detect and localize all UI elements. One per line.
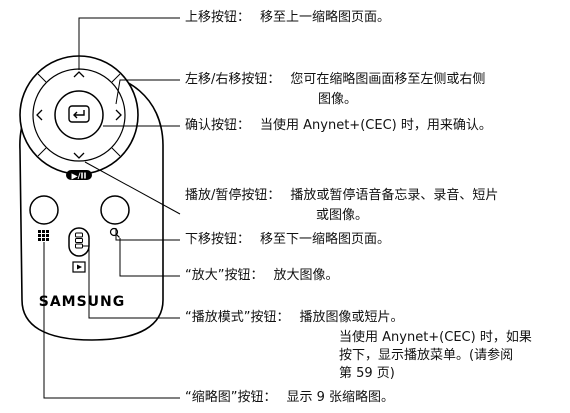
leader-zoom bbox=[119, 238, 180, 277]
callout-ok-desc: 当使用 Anynet+(CEC) 时，用来确认。 bbox=[260, 118, 492, 133]
play-pause-badge-text: ▶/II bbox=[71, 172, 86, 181]
callout-playmode-cont-1: 当使用 Anynet+(CEC) 时，如果 bbox=[339, 330, 532, 345]
zoom-button[interactable] bbox=[100, 195, 130, 225]
callout-playpause: 播放/暂停按钮： 播放或暂停语音备忘录、录音、短片 或图像。 bbox=[185, 188, 499, 223]
callout-down-name: 下移按钮： bbox=[185, 232, 251, 247]
leader-down bbox=[115, 228, 180, 241]
callout-ok: 确认按钮： 当使用 Anynet+(CEC) 时，用来确认。 bbox=[185, 118, 492, 134]
callout-playpause-cont: 或图像。 bbox=[316, 208, 369, 223]
up-arrow-icon[interactable] bbox=[73, 71, 85, 78]
callout-up-name: 上移按钮： bbox=[185, 10, 251, 25]
callout-thumbnail-name: “缩略图”按钮： bbox=[185, 390, 277, 405]
enter-icon bbox=[68, 105, 90, 123]
callout-playmode-cont-3: 第 59 页) bbox=[339, 366, 395, 381]
left-arrow-icon[interactable] bbox=[36, 109, 43, 121]
callout-playmode-desc: 播放图像或短片。 bbox=[299, 310, 404, 325]
leader-thumbnail bbox=[43, 242, 180, 399]
callout-playmode-name: “播放模式”按钮： bbox=[185, 310, 290, 325]
callout-thumbnail: “缩略图”按钮： 显示 9 张缩略图。 bbox=[185, 390, 394, 406]
callout-zoom: “放大”按钮： 放大图像。 bbox=[185, 268, 339, 284]
callout-leftright-name: 左移/右移按钮： bbox=[185, 72, 281, 87]
callout-down-desc: 移至下一缩略图页面。 bbox=[260, 232, 391, 247]
magnifier-icon bbox=[109, 227, 120, 238]
play-pause-badge[interactable] bbox=[66, 170, 92, 180]
callout-thumbnail-desc: 显示 9 张缩略图。 bbox=[286, 390, 395, 405]
thumbnail-button[interactable] bbox=[29, 195, 59, 225]
callout-playpause-desc: 播放或暂停语音备忘录、录音、短片 bbox=[290, 188, 499, 203]
callout-playpause-name: 播放/暂停按钮： bbox=[185, 188, 281, 203]
leader-up bbox=[78, 17, 180, 70]
callout-down: 下移按钮： 移至下一缩略图页面。 bbox=[185, 232, 390, 248]
callout-leftright-desc: 您可在缩略图画面移至左侧或右侧 bbox=[290, 72, 486, 87]
down-arrow-icon[interactable] bbox=[73, 152, 85, 159]
callout-zoom-name: “放大”按钮： bbox=[185, 268, 264, 283]
callout-zoom-desc: 放大图像。 bbox=[273, 268, 339, 283]
leader-playmode bbox=[83, 245, 180, 319]
brand-logo: SAMSUNG bbox=[39, 294, 126, 310]
leader-playpause bbox=[84, 161, 181, 215]
callout-ok-name: 确认按钮： bbox=[185, 118, 251, 133]
callout-leftright-cont: 图像。 bbox=[318, 92, 358, 107]
play-mode-bars-icon bbox=[75, 232, 83, 249]
callout-playmode: “播放模式”按钮：播放图像或短片。 当使用 Anynet+(CEC) 时，如果 … bbox=[185, 310, 532, 381]
callout-leftright: 左移/右移按钮： 您可在缩略图画面移至左侧或右侧 图像。 bbox=[185, 72, 486, 107]
callout-up-desc: 移至上一缩略图页面。 bbox=[260, 10, 391, 25]
callout-playmode-cont-2: 按下，显示播放菜单。(请参阅 bbox=[339, 348, 514, 363]
leader-leftright bbox=[115, 79, 180, 105]
callout-up: 上移按钮： 移至上一缩略图页面。 bbox=[185, 10, 390, 26]
thumbnail-grid-icon bbox=[38, 230, 49, 241]
right-arrow-icon[interactable] bbox=[115, 109, 122, 121]
